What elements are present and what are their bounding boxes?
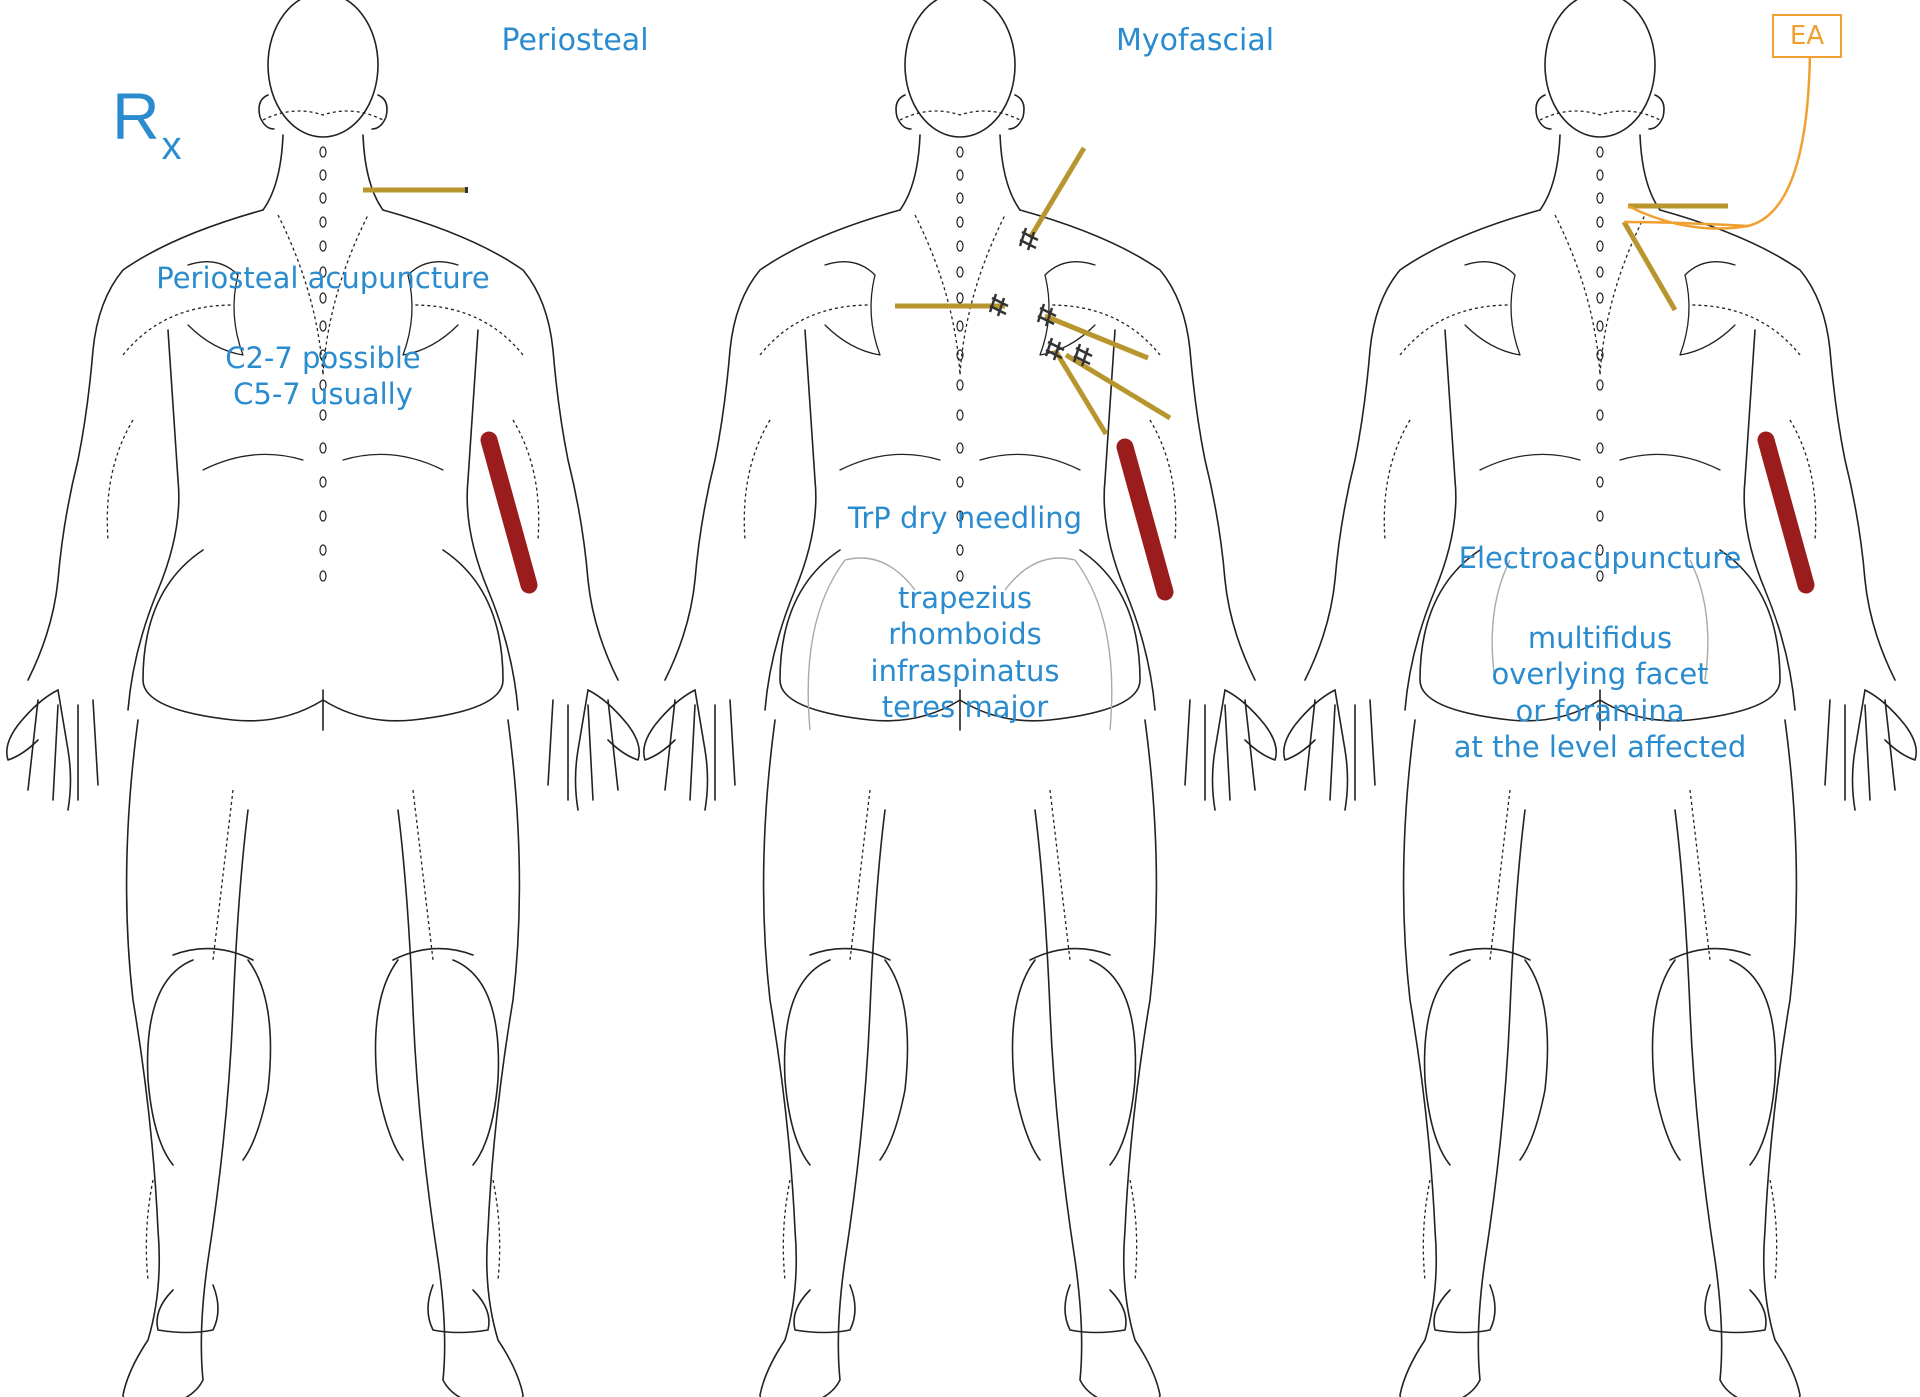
technique-label-myofascial: TrP dry needling <box>830 500 1100 536</box>
technique-label-electroacupuncture: Electroacupuncture <box>1440 540 1760 576</box>
panel-title-periosteal: Periosteal <box>440 22 710 60</box>
details-label-myofascial: trapezius rhomboids infraspinatus teres … <box>830 580 1100 725</box>
referred-pain-band-icon <box>1125 447 1165 592</box>
details-label-periosteal: C2-7 possible C5-7 usually <box>198 340 448 413</box>
acupuncture-needle-icon <box>895 148 1170 434</box>
referred-pain-band-icon <box>1766 440 1806 585</box>
ea-label-box: EA <box>1772 14 1842 58</box>
panel-title-myofascial: Myofascial <box>1090 22 1300 60</box>
trigger-point-mark-icon <box>990 228 1092 366</box>
figure-periosteal <box>7 0 640 1397</box>
rx-symbol: Rx <box>112 78 180 154</box>
details-label-electroacupuncture: multifidus overlying facet or foramina a… <box>1430 620 1770 765</box>
rx-main: R <box>112 79 160 153</box>
rx-sub: x <box>162 124 182 168</box>
technique-label-periosteal: Periosteal acupuncture <box>148 260 498 296</box>
electrode-wire-icon <box>1624 51 1810 229</box>
referred-pain-band-icon <box>489 440 529 585</box>
